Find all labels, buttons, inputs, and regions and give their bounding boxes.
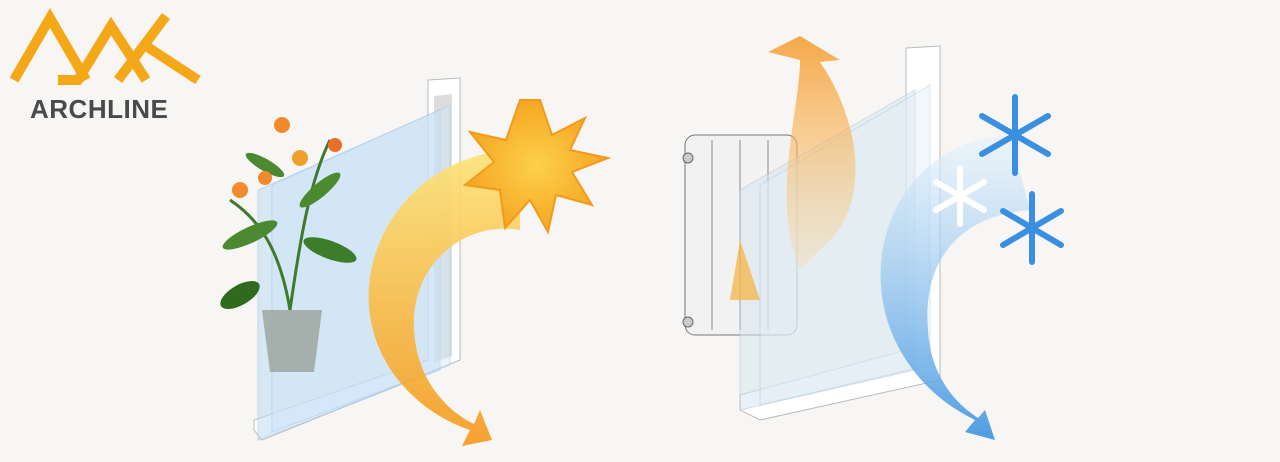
plant-icon xyxy=(220,117,357,372)
logo-text: ARCHLINE xyxy=(30,94,169,124)
cold-arrow xyxy=(880,135,1030,440)
snowflake-icon xyxy=(933,94,1064,265)
logo-mark-icon xyxy=(9,8,201,85)
warm-arrow xyxy=(730,36,856,300)
sun-arrow xyxy=(368,150,520,446)
sun-icon xyxy=(462,99,612,235)
archline-logo: ARCHLINE xyxy=(8,8,208,124)
